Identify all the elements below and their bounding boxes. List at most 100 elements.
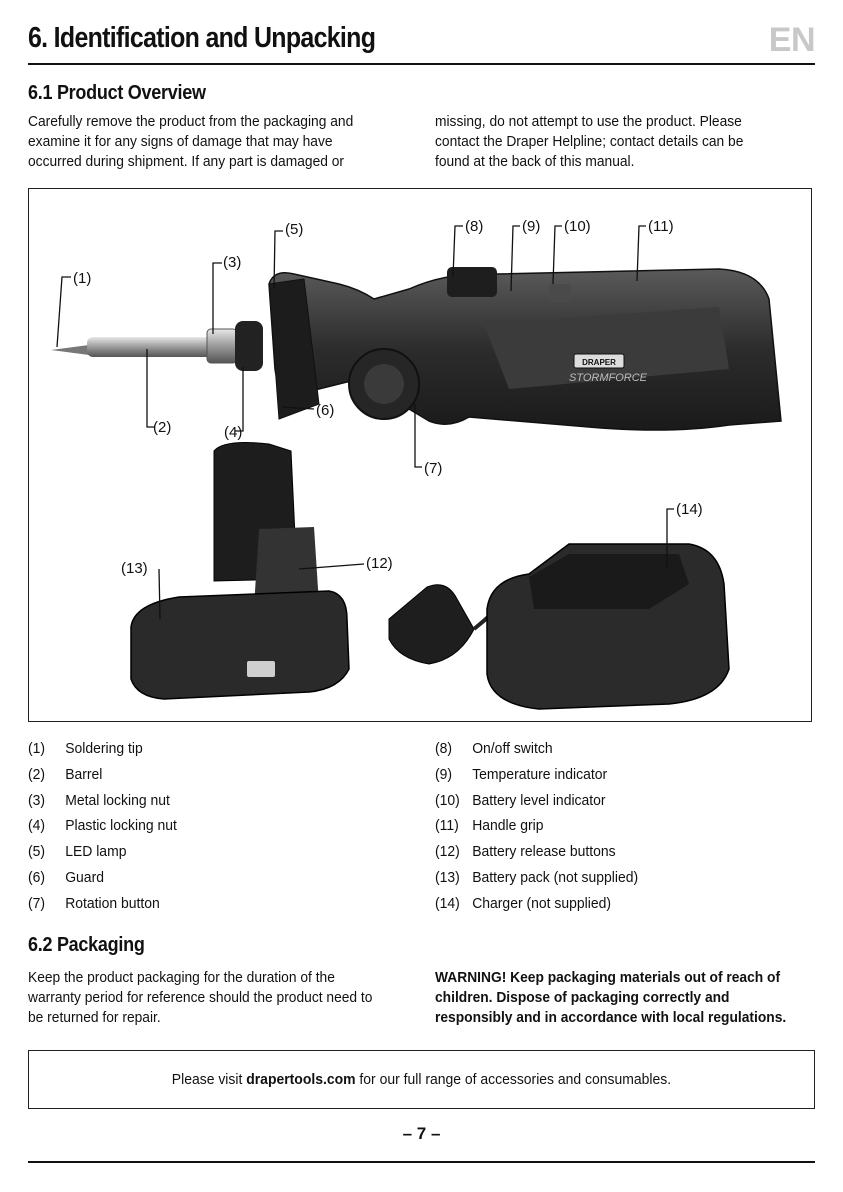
list-item: (8) On/off switch: [435, 738, 638, 764]
barrel-shape: [87, 337, 212, 357]
list-item: (2)Barrel: [28, 764, 177, 790]
callout-label: (5): [285, 221, 303, 238]
part-number: (14): [435, 894, 460, 912]
callout-label: (1): [73, 270, 91, 287]
part-number: (8): [435, 740, 453, 757]
text-line: warranty period for reference should the…: [28, 989, 373, 1006]
list-item: (5) LED lamp: [28, 841, 177, 867]
part-label: Charger (not supplied): [472, 894, 612, 912]
list-item: (9) Temperature indicator: [435, 764, 638, 790]
overview-text-left: Carefully remove the product from the pa…: [28, 112, 396, 172]
text-line: be returned for repair.: [28, 1009, 161, 1026]
text-line: Carefully remove the product from the pa…: [28, 113, 354, 130]
language-tag: EN: [768, 21, 816, 59]
battery-badge-shape: [247, 661, 275, 677]
list-item: (12) Battery release buttons: [435, 841, 638, 867]
part-label: Plastic locking nut: [65, 817, 177, 835]
part-number: (11): [435, 817, 459, 835]
text-line: occurred during shipment. If any part is…: [28, 153, 345, 170]
part-number: (1): [28, 740, 46, 757]
text-line: responsibly and in accordance with local…: [435, 1009, 787, 1026]
text-line: Keep the product packaging for the durat…: [28, 969, 335, 986]
part-label: Battery pack (not supplied): [472, 868, 639, 886]
handle-panel-shape: [484, 307, 729, 389]
website-link[interactable]: drapertools.com: [246, 1071, 356, 1088]
product-illustration: DRAPER STORMFORCE: [51, 218, 782, 710]
leader-lines: [56, 225, 674, 620]
page-number: – 7 –: [402, 1124, 441, 1143]
callout-label: (8): [465, 218, 483, 235]
part-label: Battery release buttons: [472, 843, 616, 861]
callout-label: (4): [224, 424, 242, 441]
text-line: examine it for any signs of damage that …: [28, 133, 333, 150]
part-label: Handle grip: [472, 817, 544, 835]
section-title: 6. Identification and Unpacking: [28, 22, 376, 54]
battery-release-shape: [254, 527, 319, 607]
part-label: Soldering tip: [65, 740, 143, 757]
part-number: (3): [28, 791, 46, 809]
accessories-note: Please visit drapertools.com for our ful…: [28, 1050, 815, 1109]
callout-label: (3): [223, 254, 241, 271]
list-item: (4) Plastic locking nut: [28, 815, 177, 841]
callout-label: (14): [676, 501, 703, 518]
callout-label: (7): [424, 460, 442, 477]
callout-label: (10): [564, 218, 591, 235]
packaging-heading: 6.2 Packaging: [28, 934, 145, 956]
list-item: (6) Guard: [28, 867, 177, 893]
charger-socket-shape: [529, 554, 689, 609]
part-label: Battery level indicator: [472, 791, 606, 809]
part-number: (7): [28, 894, 46, 912]
parts-list-right: (8) On/off switch (9) Temperature indicato…: [435, 738, 653, 919]
text-line: found at the back of this manual.: [435, 153, 635, 170]
list-item: (10) Battery level indicator: [435, 790, 638, 816]
callout-label: (2): [153, 419, 171, 436]
part-label: LED lamp: [65, 843, 127, 861]
list-item: (1) Soldering tip: [28, 738, 177, 764]
packaging-warning: WARNING! Keep packaging materials out of…: [435, 968, 803, 1028]
list-item: (11) Handle grip: [435, 815, 638, 841]
plastic-nut-shape: [235, 321, 263, 371]
part-number: (12): [435, 843, 460, 861]
brand-name: STORMFORCE: [569, 372, 648, 384]
part-number: (4): [28, 817, 46, 835]
guard-shape: [268, 278, 320, 420]
part-number: (13): [435, 868, 460, 886]
packaging-text: Keep the product packaging for the durat…: [28, 968, 396, 1028]
part-number: (10): [435, 791, 460, 809]
battery-indicator-shape: [549, 284, 571, 302]
footer-rule: [28, 1161, 815, 1163]
text-line: WARNING! Keep packaging materials out of…: [435, 969, 781, 986]
text-line: children. Dispose of packaging correctly…: [435, 989, 730, 1006]
part-label: Rotation button: [65, 894, 160, 912]
list-item: (3) Metal locking nut: [28, 790, 177, 816]
list-item: (14) Charger (not supplied): [435, 893, 638, 919]
part-label: Temperature indicator: [472, 765, 608, 783]
overview-text-right: missing, do not attempt to use the produ…: [435, 112, 794, 172]
part-label: Metal locking nut: [65, 791, 170, 809]
header-rule: [28, 63, 815, 65]
callout-label: (6): [316, 402, 334, 419]
rotation-button-inner-shape: [364, 364, 404, 404]
text-line: missing, do not attempt to use the produ…: [435, 113, 742, 130]
list-item: (7) Rotation button: [28, 893, 177, 919]
brand-badge: DRAPER: [582, 358, 616, 367]
part-number: (5): [28, 843, 46, 861]
part-label: Barrel: [65, 765, 103, 783]
switch-shape: [447, 267, 497, 297]
part-label: On/off switch: [472, 740, 553, 757]
part-number: (9): [435, 765, 453, 783]
metal-nut-shape: [206, 328, 238, 364]
callout-label: (13): [121, 560, 148, 577]
soldering-tip-shape: [51, 345, 89, 355]
part-label: Guard: [65, 868, 104, 886]
battery-base-shape: [130, 590, 350, 700]
plug-shape: [388, 584, 475, 665]
text-line: contact the Draper Helpline; contact det…: [435, 133, 744, 150]
callout-label: (11): [648, 218, 674, 235]
parts-list-left: (1) Soldering tip (2)Barrel (3) Metal lock…: [28, 738, 188, 919]
part-number: (6): [28, 868, 46, 886]
callout-label: (9): [522, 218, 540, 235]
brand-badge-shape: [573, 353, 625, 369]
product-figure: DRAPER STORMFORCE: [28, 188, 812, 722]
list-item: (13) Battery pack (not supplied): [435, 867, 638, 893]
